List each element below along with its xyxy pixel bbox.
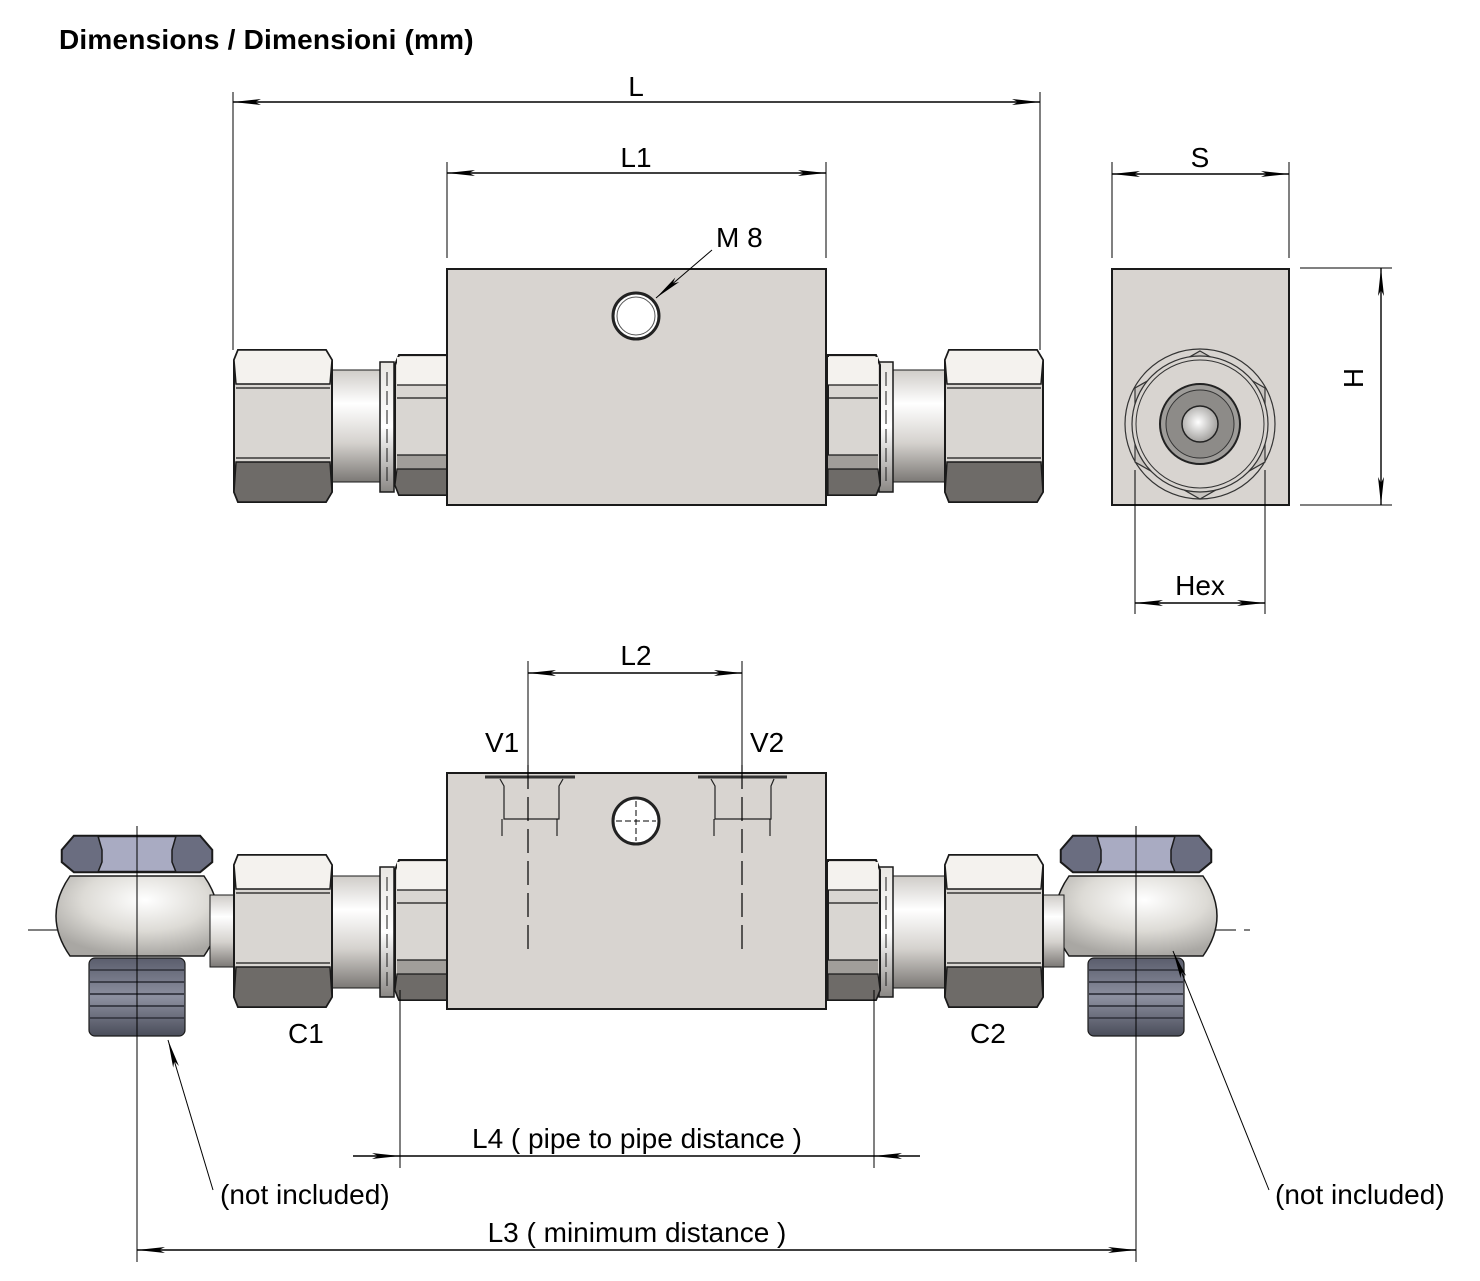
m8-hole-inner-ring (616, 296, 656, 336)
connection-label-c1: C1 (288, 1018, 324, 1049)
leader-line-not-included-right (1172, 950, 1270, 1191)
body-nut-left (394, 354, 448, 496)
dimension-label-L1: L1 (620, 142, 651, 173)
banjo-stub-left (209, 894, 237, 968)
leader-line-m8 (655, 249, 713, 299)
pipe-right (891, 875, 947, 989)
dimension-label-L4: L4 ( pipe to pipe distance ) (472, 1123, 802, 1154)
pipe-left (329, 369, 383, 483)
dimension-label-S: S (1191, 142, 1210, 173)
side-view: S H Hex (1111, 142, 1392, 614)
washer-left (379, 361, 395, 493)
dimension-label-L2: L2 (620, 640, 651, 671)
body-nut-right (827, 859, 881, 1001)
page-title: Dimensions / Dimensioni (mm) (59, 24, 474, 55)
dimension-label-H: H (1338, 368, 1369, 388)
washer-right (878, 361, 894, 493)
port-v2-bore (710, 778, 775, 820)
hex-nut-end-view (1124, 348, 1276, 500)
body-nut-left (394, 859, 448, 1001)
port-v1-bore (499, 778, 564, 820)
installed-view: L2 V1 V2 (28, 640, 1445, 1262)
washer-left (379, 866, 395, 998)
top-view: L L1 M 8 (232, 71, 1044, 506)
note-not-included-left: (not included) (220, 1179, 390, 1210)
port-label-v2: V2 (750, 727, 784, 758)
compression-nut-left (233, 349, 333, 503)
port-label-v1: V1 (485, 727, 519, 758)
dimension-label-L3: L3 ( minimum distance ) (488, 1217, 787, 1248)
compression-nut-c1 (233, 854, 333, 1008)
note-not-included-right: (not included) (1275, 1179, 1445, 1210)
dimension-label-hex: Hex (1175, 570, 1225, 601)
dimension-label-L: L (628, 71, 644, 102)
compression-nut-right (944, 349, 1044, 503)
thread-callout-m8: M 8 (716, 222, 763, 253)
valve-body-installed (446, 772, 827, 1010)
body-nut-right (827, 354, 881, 496)
washer-right (878, 866, 894, 998)
pipe-left (329, 875, 383, 989)
leader-line-not-included-left (167, 1039, 214, 1191)
pipe-right (891, 369, 947, 483)
compression-nut-c2 (944, 854, 1044, 1008)
m8-mounting-hole (611, 291, 661, 341)
connection-label-c2: C2 (970, 1018, 1006, 1049)
